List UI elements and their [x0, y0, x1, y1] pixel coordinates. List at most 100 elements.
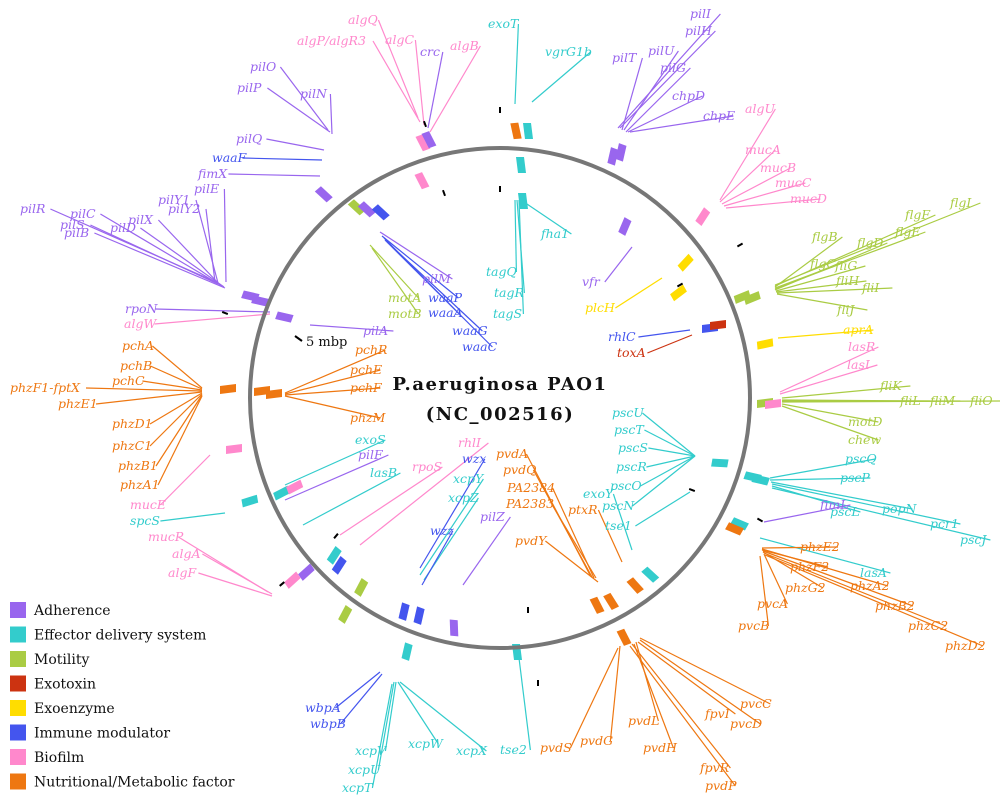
gene-label-phza1: phzA1 [120, 477, 160, 492]
gene-marker-47 [266, 389, 282, 399]
gene-label-lasr: lasR [848, 339, 875, 354]
gene-label-pily1: pilY1 [158, 192, 190, 207]
gene-label-chew: chew [848, 432, 881, 447]
genome-title: P.aeruginosa PAO1 [393, 374, 608, 395]
leader-line-pvdl [635, 641, 659, 722]
leader-line-pscn [632, 455, 696, 507]
gene-marker-39 [284, 571, 301, 589]
leader-line-pily2 [205, 208, 216, 283]
scale-tick [294, 335, 303, 342]
leader-line-pilt [621, 57, 643, 131]
gene-label-tagq: tagQ [486, 264, 517, 279]
leader-line-phzc2 [763, 552, 947, 627]
gene-label-mucp: mucP [148, 529, 184, 544]
leader-line-pvdg [609, 645, 621, 742]
gene-label-phzf2: phzF2 [790, 559, 829, 574]
gene-label-flgf: flgF [904, 207, 931, 222]
leader-line-lasb [302, 472, 401, 526]
gene-label-pvca: pvcA [757, 596, 788, 611]
gene-marker-22 [751, 474, 770, 486]
gene-label-fpvi: fpvI [704, 706, 731, 721]
leader-line-wzx [419, 458, 486, 569]
leader-line-pscp [769, 477, 871, 481]
gene-marker-2 [516, 157, 526, 173]
gene-label-flgd: flgD [856, 235, 883, 250]
leader-line-waaf [242, 157, 323, 161]
gene-marker-12 [670, 284, 687, 302]
leader-line-xcpw [397, 681, 439, 745]
gene-label-xcpv: xcpV [355, 743, 388, 758]
legend-label-bio: Biofilm [34, 750, 84, 766]
gene-label-lasi: lasI [847, 357, 871, 372]
gene-marker-27 [589, 596, 605, 614]
gene-label-pscq: pscQ [845, 451, 877, 466]
gene-marker-52 [357, 201, 376, 218]
leader-line-pvdh [633, 643, 674, 749]
gene-label-fpvr: fpvR [699, 760, 729, 775]
gene-label-pilo: pilO [250, 59, 276, 74]
leader-line-xcpy [419, 478, 484, 576]
leader-line-rpon [155, 308, 271, 313]
leader-line-exot [514, 23, 519, 105]
gene-label-algf: algF [168, 565, 197, 580]
gene-label-pvdp: pvdP [705, 778, 737, 793]
gene-label-pa2383: PA2383 [505, 496, 554, 511]
leader-line-crc [427, 51, 444, 129]
legend-swatch-nut [10, 773, 26, 790]
gene-marker-9 [618, 217, 632, 236]
gene-label-algp-algr3: algP/algR3 [297, 33, 366, 48]
position-tick-1 [423, 120, 427, 128]
leader-line-fha1 [520, 199, 572, 235]
gene-label-algc: algC [385, 32, 414, 47]
leader-line-pvds [569, 647, 619, 749]
gene-label-exos: exoS [355, 432, 386, 447]
gene-marker-42 [226, 444, 242, 454]
gene-label-mucb: mucB [760, 160, 796, 175]
gene-label-pscs: pscS [618, 440, 648, 455]
leader-line-tse1 [635, 491, 691, 527]
gene-label-xcpx: xcpX [456, 743, 488, 758]
gene-label-pilc: pilC [70, 206, 96, 221]
leader-line-mucp [178, 536, 269, 593]
leader-line-flgd [774, 242, 888, 291]
gene-label-pvcc: pvcC [740, 696, 772, 711]
leader-line-exos [284, 439, 386, 486]
gene-label-pscl: pscL [830, 504, 860, 519]
gene-label-pchf: pchF [350, 380, 383, 395]
legend-swatch-bio [10, 749, 26, 765]
gene-label-tse2: tse2 [500, 742, 527, 757]
gene-marker-10 [695, 207, 711, 226]
gene-label-phze1: phzE1 [58, 396, 98, 411]
gene-marker-28 [603, 592, 620, 610]
gene-label-apra: aprA [843, 322, 873, 337]
gene-label-phzd2: phzD2 [945, 638, 986, 653]
leader-line-pscu [642, 412, 696, 457]
position-tick-12 [221, 311, 229, 315]
connector-lines [50, 13, 1000, 789]
leader-line-flik [781, 385, 911, 399]
position-tick-6 [756, 517, 764, 523]
leader-line-lasa [759, 537, 891, 574]
leader-line-vgrg1b [531, 51, 591, 103]
gene-label-algq: algQ [348, 12, 378, 27]
scale-label: 5 mbp [306, 335, 347, 350]
gene-label-algw: algW [124, 316, 157, 331]
gene-label-exoy: exoY [583, 486, 615, 501]
gene-label-toxa: toxA [617, 345, 646, 360]
leader-line-muca [719, 149, 776, 203]
leader-line-pilc [100, 213, 223, 287]
leader-line-flij [776, 293, 868, 311]
leader-line-pilr [50, 208, 217, 283]
gene-label-flii: fliI [861, 280, 880, 295]
legend-label-adh: Adherence [33, 603, 111, 619]
leader-line-pilu [623, 50, 679, 131]
gene-label-mucd: mucD [790, 191, 827, 206]
leader-line-pild [140, 227, 225, 288]
leader-line-piln [329, 93, 333, 135]
gene-label-phzc2: phzC2 [908, 618, 948, 633]
gene-label-fha1: fha1 [540, 226, 569, 241]
gene-marker-24 [725, 522, 744, 536]
leader-line-waac [386, 241, 493, 348]
leader-line-plch [615, 277, 663, 309]
